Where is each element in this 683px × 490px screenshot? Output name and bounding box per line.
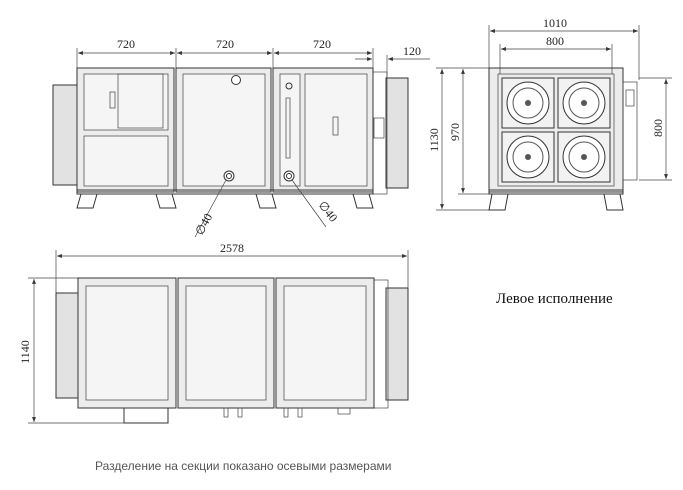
dim-side-inner-height: 800 — [651, 119, 665, 137]
top-control-box — [123, 407, 169, 424]
front-leg-3 — [255, 193, 277, 209]
front-section-1-bottom-door — [83, 135, 169, 187]
front-leg-1 — [76, 193, 98, 209]
front-section-3-door — [304, 73, 368, 187]
front-duct-flange — [372, 71, 388, 195]
dim-section-2: 720 — [216, 37, 234, 51]
front-section-2-door — [182, 73, 266, 187]
front-side-box — [373, 117, 385, 139]
top-drain-pipe-1 — [223, 407, 229, 418]
front-view: 720 720 720 120 ∅40 ∅40 — [52, 37, 430, 237]
dim-section-1: 720 — [117, 37, 135, 51]
fan-bottom-right — [557, 131, 611, 183]
front-handle-1 — [109, 91, 116, 109]
dim-drain-1: ∅40 — [192, 211, 215, 237]
side-leg-1 — [488, 193, 509, 211]
footnote: Разделение на секции показано осевыми ра… — [95, 459, 391, 473]
front-section-1-top-door — [83, 73, 169, 131]
front-leg-2 — [155, 193, 177, 209]
version-label: Левое исполнение — [496, 291, 613, 307]
side-control-panel — [622, 81, 638, 181]
side-leg-2 — [603, 193, 624, 211]
dim-side-inner: 800 — [546, 34, 564, 48]
top-drain-pipe-4 — [297, 407, 303, 418]
dim-height-total: 1130 — [427, 128, 441, 152]
dim-side-total: 1010 — [543, 16, 567, 30]
top-drain-pipe-2 — [237, 407, 243, 418]
side-base-rail — [488, 189, 624, 195]
dim-drain-2: ∅40 — [316, 198, 341, 224]
fan-top-right — [557, 77, 611, 129]
front-hinge-strip — [285, 97, 291, 159]
fan-bottom-left — [501, 131, 555, 183]
top-view: 2578 1140 — [18, 241, 409, 424]
front-control-box — [117, 73, 164, 129]
front-handle-2 — [332, 116, 339, 136]
side-view: 1010 800 1130 970 800 — [427, 16, 672, 211]
fan-top-left — [501, 77, 555, 129]
front-right-duct — [385, 77, 409, 189]
front-leg-4 — [352, 193, 374, 209]
front-top-port — [231, 75, 241, 85]
front-base-rail — [76, 189, 374, 195]
top-left-duct — [55, 292, 79, 399]
dim-total-length: 2578 — [220, 241, 244, 255]
dim-duct-offset: 120 — [403, 44, 421, 58]
dim-top-depth: 1140 — [18, 340, 32, 364]
top-right-duct — [385, 287, 409, 401]
side-fan-frame — [497, 73, 615, 187]
front-drain-1 — [223, 170, 235, 182]
top-drain-pipe-3 — [283, 407, 289, 418]
front-drain-2 — [283, 170, 295, 182]
dim-height-body: 970 — [448, 123, 462, 141]
front-left-duct — [52, 84, 78, 186]
dim-section-3: 720 — [313, 37, 331, 51]
